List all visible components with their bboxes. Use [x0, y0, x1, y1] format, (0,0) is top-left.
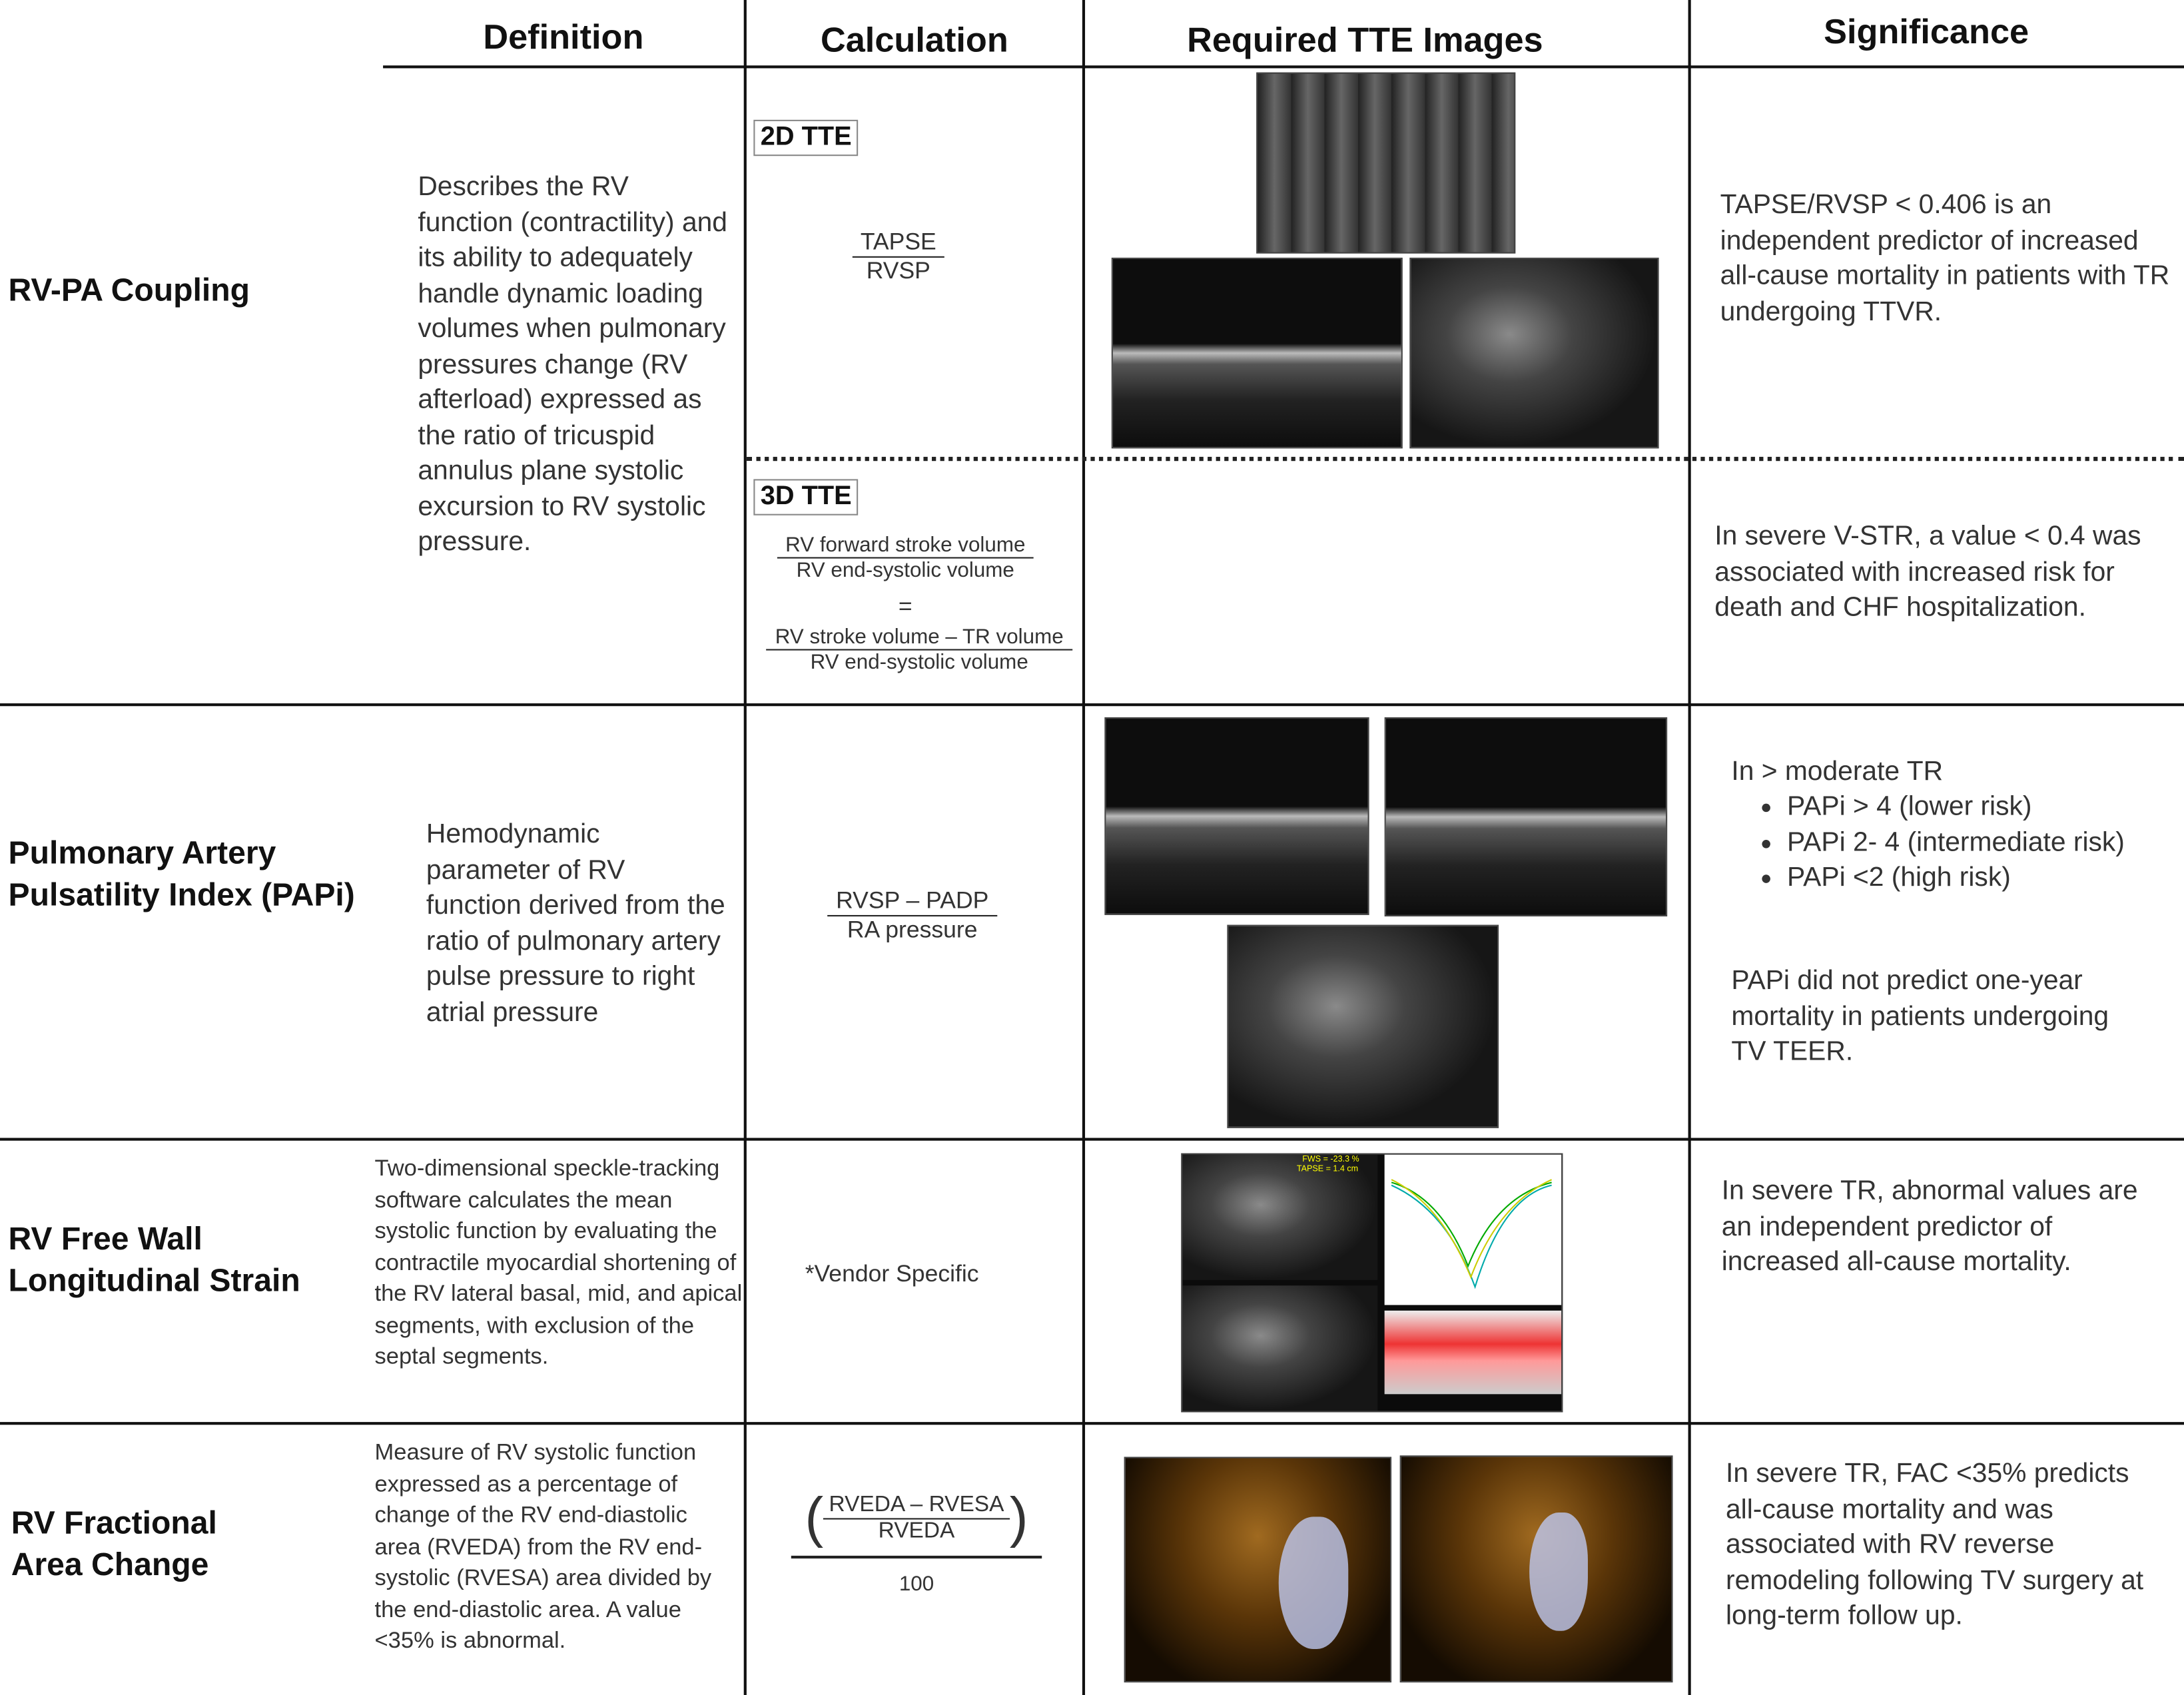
strain-value-label: FWS = -23.3 %: [1302, 1156, 1359, 1165]
numerator: TAPSE: [852, 228, 945, 258]
strain-heatmap: [1384, 1310, 1562, 1395]
row-label-rv-pa-coupling: RV-PA Coupling: [8, 271, 250, 308]
strain-curves: [1391, 1179, 1553, 1289]
numerator: RV stroke volume – TR volume: [767, 625, 1072, 651]
significance-text-3d: In severe V-STR, a value < 0.4 was assoc…: [1714, 521, 2141, 623]
formula-3d-forward: RV forward stroke volume RV end-systolic…: [759, 533, 1052, 582]
tr-doppler-image: [1384, 717, 1668, 917]
m-mode-tapse-image: [1256, 72, 1516, 254]
row-label-rvfwls: RV Free Wall Longitudinal Strain: [8, 1219, 300, 1298]
numerator: RV forward stroke volume: [777, 533, 1034, 559]
denominator: RV end-systolic volume: [810, 650, 1028, 675]
denominator: RVSP: [866, 257, 930, 284]
significance-note: PAPi did not predict one-year mortality …: [1731, 965, 2109, 1067]
strain-echo-bottom: [1182, 1285, 1378, 1411]
row-label-papi: Pulmonary Artery Pulsatility Index (PAPi…: [8, 834, 355, 912]
echo-2d-image: [1409, 257, 1659, 449]
formula-tapse-rvsp: TAPSE RVSP: [822, 228, 975, 286]
formula-3d-tr: RV stroke volume – TR volume RV end-syst…: [752, 625, 1086, 674]
strain-echo-top: [1182, 1154, 1378, 1280]
formula-papi: RVSP – PADP RA pressure: [801, 887, 1024, 944]
significance-text: In severe TR, FAC <35% predicts all-caus…: [1725, 1458, 2144, 1631]
header-calculation: Calculation: [820, 21, 1008, 60]
calc-vendor-specific: *Vendor Specific: [805, 1260, 979, 1287]
header-images: Required TTE Images: [1187, 21, 1543, 60]
definition-text: Hemodynamic parameter of RV function der…: [426, 819, 725, 1028]
badge-3d-tte: 3D TTE: [753, 479, 859, 515]
column-divider: [1688, 0, 1691, 1695]
column-divider: [743, 0, 747, 1695]
header-definition: Definition: [483, 18, 644, 57]
strain-curve-panel: [1384, 1154, 1562, 1305]
equals-sign: =: [898, 593, 912, 620]
bullet-item: PAPi 2- 4 (intermediate risk): [1787, 825, 2177, 860]
cw-doppler-image: [1111, 257, 1403, 449]
column-divider: [1082, 0, 1086, 1695]
rv-tracing: [1529, 1513, 1588, 1631]
bullet-item: PAPi <2 (high risk): [1787, 860, 2177, 896]
fac-diastolic-image: [1124, 1457, 1392, 1683]
fac-systolic-image: [1399, 1455, 1673, 1683]
numerator: RVSP – PADP: [827, 887, 997, 917]
row-divider: [0, 1422, 2184, 1425]
denominator: RVEDA: [878, 1519, 955, 1544]
pa-doppler-image: [1104, 717, 1369, 915]
bullet-item: PAPi > 4 (lower risk): [1787, 790, 2177, 825]
header-underline: [383, 65, 2184, 69]
significance-text: TAPSE/RVSP < 0.406 is an independent pre…: [1720, 189, 2170, 327]
significance-text: In severe TR, abnormal values are an ind…: [1721, 1175, 2138, 1277]
definition-text: Measure of RV systolic function expresse…: [374, 1440, 712, 1654]
denominator: RV end-systolic volume: [796, 558, 1014, 583]
denominator: RA pressure: [847, 916, 978, 943]
tapse-value-label: TAPSE = 1.4 cm: [1296, 1166, 1359, 1174]
definition-text: Two-dimensional speckle-tracking softwar…: [374, 1156, 743, 1369]
outer-denominator: 100: [899, 1572, 934, 1596]
dotted-divider: [746, 456, 2184, 462]
strain-image: FWS = -23.3 % TAPSE = 1.4 cm: [1181, 1153, 1563, 1413]
header-significance: Significance: [1824, 12, 2029, 52]
significance-intro: In > moderate TR: [1731, 756, 1944, 787]
numerator: RVEDA – RVESA: [823, 1493, 1010, 1520]
row-label-fac: RV Fractional Area Change: [11, 1504, 217, 1582]
rv-tracing: [1278, 1517, 1349, 1649]
significance-bullets: PAPi > 4 (lower risk) PAPi 2- 4 (interme…: [1731, 790, 2177, 896]
row-divider: [0, 703, 2184, 707]
definition-text: Describes the RV function (contractility…: [418, 171, 727, 557]
row-divider: [0, 1138, 2184, 1141]
badge-2d-tte: 2D TTE: [753, 119, 859, 157]
ivc-echo-image: [1227, 924, 1499, 1128]
